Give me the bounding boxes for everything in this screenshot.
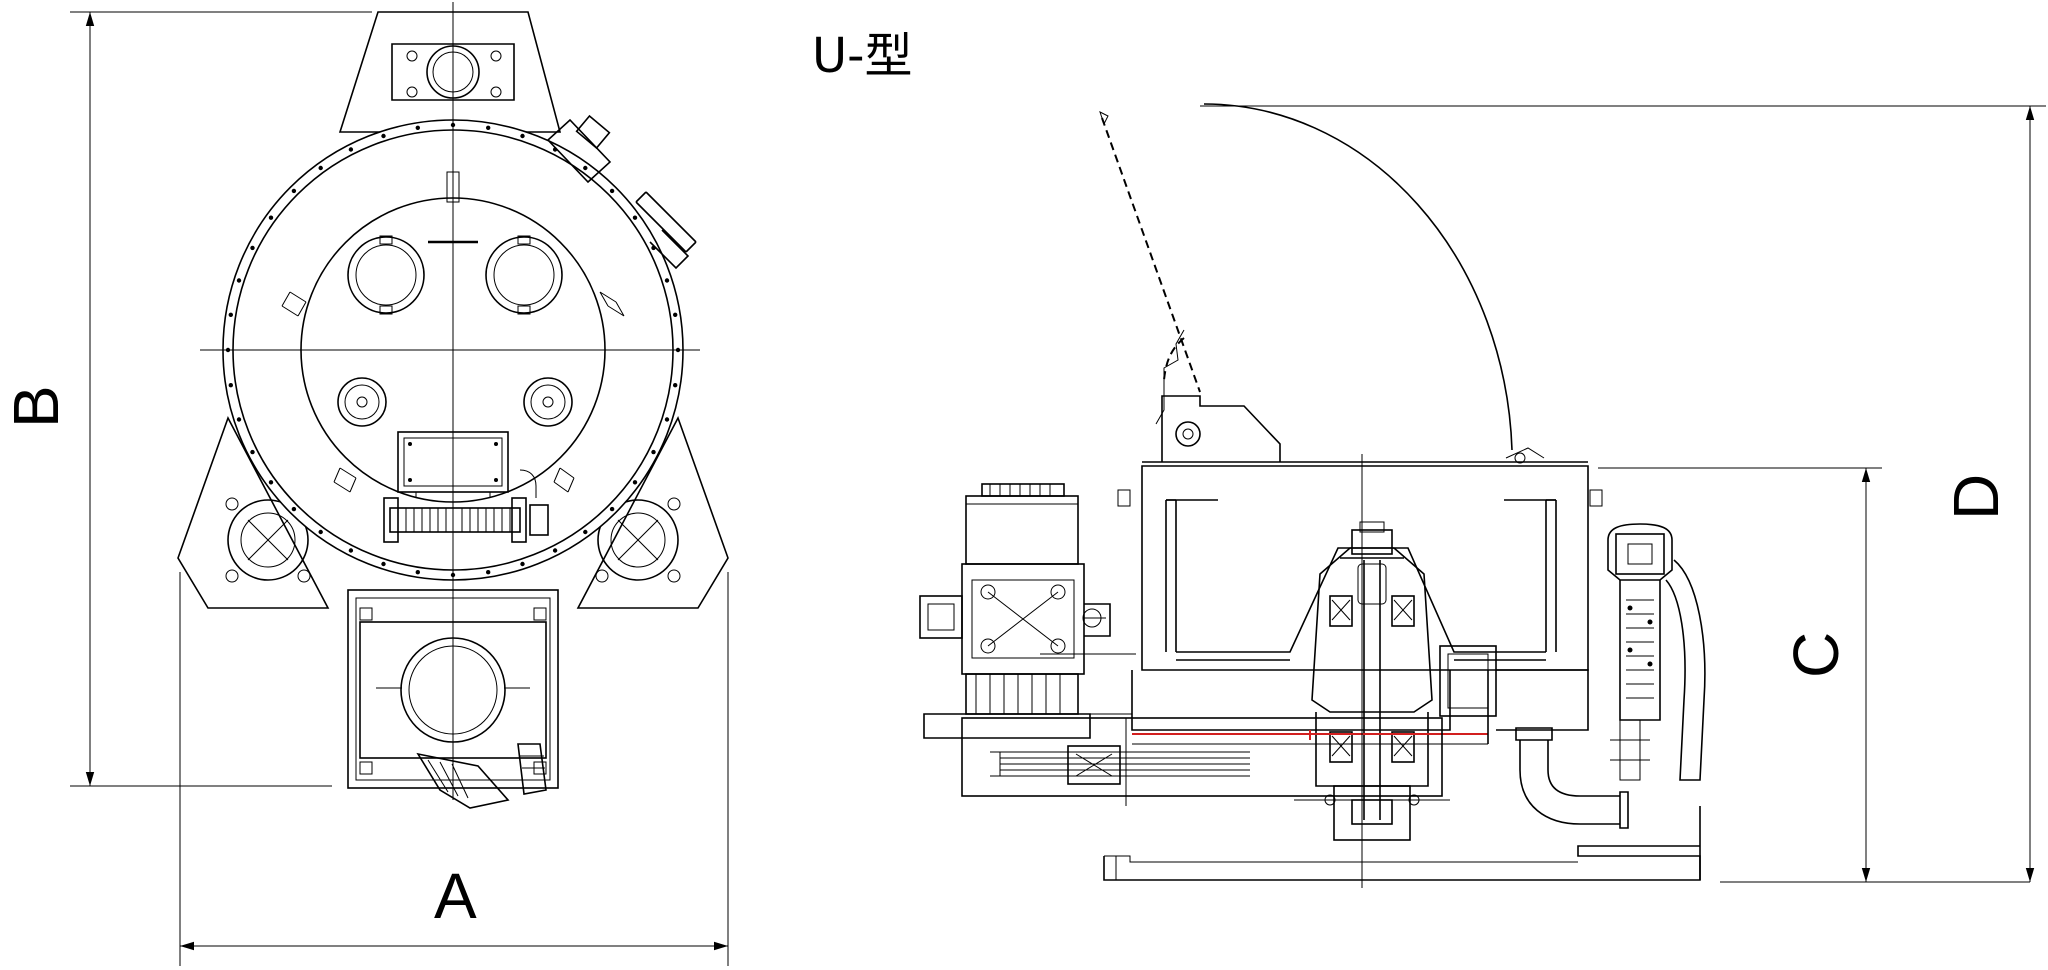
dimension-label-b: B [0, 385, 72, 428]
bolt-dot [486, 570, 491, 575]
dimension-label-a: A [434, 860, 477, 932]
bolt-dot [664, 278, 670, 283]
bolt-dot [250, 245, 255, 251]
bolt-dot [415, 125, 420, 130]
bolt-dot [228, 312, 233, 317]
bolt-dot [291, 188, 297, 194]
dimension-a: A [179, 572, 729, 966]
bolt-dot [609, 506, 615, 512]
bolt-dot [520, 133, 525, 139]
dimension-c: C [1598, 467, 2030, 883]
bolt-dot [348, 147, 354, 152]
type-label: U-型 [812, 28, 912, 84]
bolt-dot [552, 548, 558, 553]
bolt-dot [381, 133, 386, 139]
bolt-dot [415, 570, 420, 575]
bolt-dot [268, 215, 274, 220]
dimension-label-c: C [1780, 632, 1852, 678]
bolt-dot [381, 561, 386, 567]
bolt-dot [673, 383, 678, 388]
bolt-dot [236, 278, 242, 283]
bolt-dot [632, 215, 638, 220]
bolt-dot [609, 188, 615, 194]
bolt-dot [291, 506, 297, 512]
bolt-dot [318, 165, 323, 171]
bolt-dot [520, 561, 525, 567]
dimension-d: D [1200, 105, 2046, 882]
bolt-dot [673, 312, 678, 317]
bolt-dot [583, 529, 588, 535]
bolt-dot [236, 417, 242, 422]
side-view [919, 103, 1706, 888]
dimension-label-d: D [1940, 474, 2012, 520]
bolt-dot [632, 480, 638, 485]
bolt-dot [651, 449, 656, 455]
top-view [177, 2, 729, 809]
bolt-dot [268, 480, 274, 485]
bolt-dot [250, 449, 255, 455]
bolt-dot [583, 165, 588, 171]
bolt-dot [228, 383, 233, 388]
bolt-dot [664, 417, 670, 422]
bolt-dot [486, 125, 491, 130]
bolt-dot [318, 529, 323, 535]
bolt-dot [348, 548, 354, 553]
dimension-b: B [0, 11, 372, 787]
